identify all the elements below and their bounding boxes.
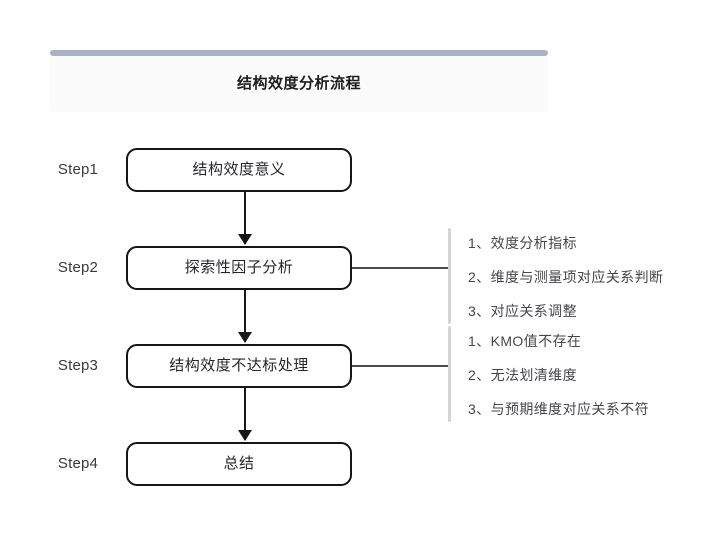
branch-divider-step3 [448,326,451,422]
arrow-shaft [244,290,246,342]
step-label-3: Step3 [57,357,99,374]
arrow-step2-to-step3 [237,290,253,343]
branch-item: 2、维度与测量项对应关系判断 [468,269,664,285]
step-box-3[interactable]: 结构效度不达标处理 [126,344,352,388]
step-box-1-text: 结构效度意义 [192,161,286,178]
step-box-2-text: 探索性因子分析 [184,259,294,276]
arrow-step1-to-step2 [237,192,253,245]
step-box-2[interactable]: 探索性因子分析 [126,246,352,290]
branch-item: 3、对应关系调整 [468,303,577,319]
arrow-shaft [244,192,246,244]
step-box-4-text: 总结 [223,455,255,472]
arrow-step3-to-step4 [237,388,253,441]
arrow-head-icon [238,234,252,245]
branch-item: 1、效度分析指标 [468,235,577,251]
step-box-1[interactable]: 结构效度意义 [126,148,352,192]
branch-divider-step2 [448,228,451,324]
page-title: 结构效度分析流程 [236,75,361,92]
step-label-1: Step1 [57,161,99,178]
title-accent-bar [50,50,548,56]
branch-item: 2、无法划清维度 [468,367,577,383]
arrow-head-icon [238,332,252,343]
branch-list-step2: 1、效度分析指标 2、维度与测量项对应关系判断 3、对应关系调整 [468,226,718,328]
arrow-head-icon [238,430,252,441]
branch-item: 1、KMO值不存在 [468,333,582,349]
title-card: 结构效度分析流程 [50,50,548,112]
branch-connector-step2 [352,267,449,269]
branch-item: 3、与预期维度对应关系不符 [468,401,649,417]
step-label-4: Step4 [57,455,99,472]
branch-connector-step3 [352,365,449,367]
arrow-shaft [244,388,246,440]
step-label-2: Step2 [57,259,99,276]
branch-list-step3: 1、KMO值不存在 2、无法划清维度 3、与预期维度对应关系不符 [468,324,718,426]
step-box-4[interactable]: 总结 [126,442,352,486]
step-box-3-text: 结构效度不达标处理 [169,357,309,374]
title-card-body: 结构效度分析流程 [50,56,548,112]
